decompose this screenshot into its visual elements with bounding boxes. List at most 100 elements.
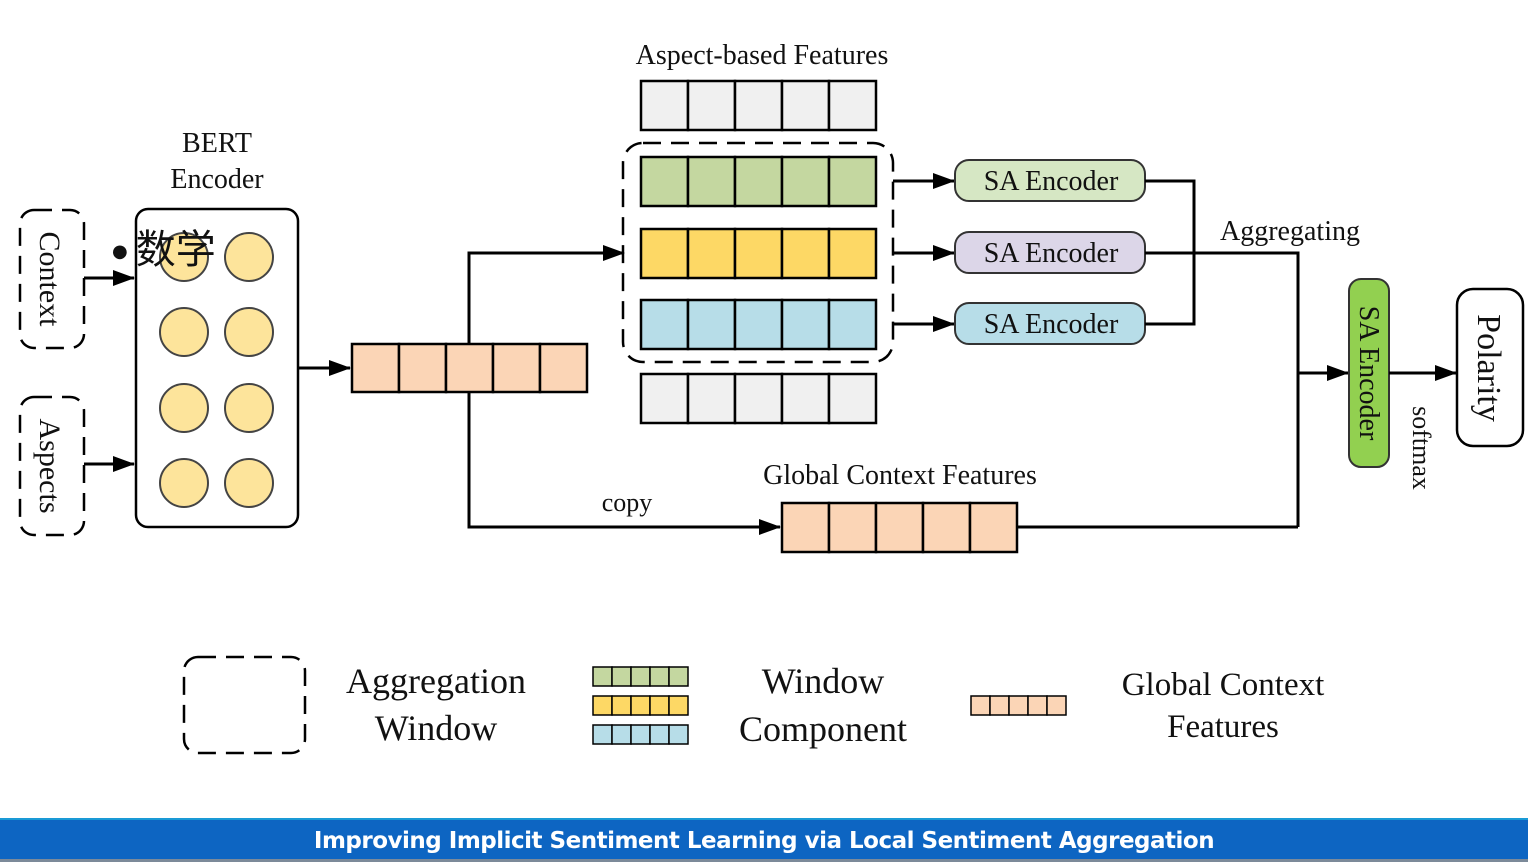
legend-blue-cell [668,724,689,745]
aspect-gray-bottom-cell [639,372,690,425]
aspect-gray-top-vector [639,79,878,132]
legend-peach-cell [1008,695,1029,716]
footer-banner: Improving Implicit Sentiment Learning vi… [0,818,1528,862]
aspect-gray-top-cell [780,79,831,132]
global-feature-cell [968,501,1019,554]
legend-yellow-cell [668,695,689,716]
final-sa-encoder: SA Encoder [1348,278,1390,468]
sa-encoder-2: SA Encoder [954,231,1146,274]
aspect-yellow-cell [733,227,784,280]
legend-window-component-line1: Window [762,661,885,701]
neuron [159,458,209,508]
aspect-blue-cell [686,298,737,351]
aggregating-label: Aggregating [1220,216,1360,247]
aspect-gray-bottom-vector [639,372,878,425]
legend-yellow-cell [611,695,632,716]
overlay-text: 数学 [135,227,216,273]
legend-peach-cell [989,695,1010,716]
bullet-icon: ● [112,241,128,262]
context-label: Context [33,232,66,328]
aspect-gray-top-cell [827,79,878,132]
model-diagram: Context Aspects BERT Encoder copy Aspect… [18,40,1525,755]
aspect-yellow-cell [639,227,690,280]
legend-window-component-line2: Component [739,709,907,749]
legend-green-cell [668,666,689,687]
aspect-features-title: Aspect-based Features [636,40,889,71]
legend-green-cell [630,666,651,687]
legend-blue-cell [611,724,632,745]
aspect-gray-top-cell [686,79,737,132]
sa-encoder-1: SA Encoder [954,159,1146,202]
neuron [159,232,209,282]
legend-global-context-line2: Features [1167,709,1279,745]
global-feature-cell [874,501,925,554]
aspect-blue-cell [780,298,831,351]
aspect-green-cell [733,155,784,208]
aspect-gray-bottom-cell [686,372,737,425]
aspect-green-cell [686,155,737,208]
sa-encoder-3: SA Encoder [954,302,1146,345]
legend-yellow-cell [592,695,613,716]
final-sa-encoder-label: SA Encoder [1353,306,1384,441]
to-aspect-features-line [467,245,625,343]
token-feature-cell [491,342,542,394]
legend-blue-cell [592,724,613,745]
global-feature-cell [827,501,878,554]
aspect-gray-top-cell [733,79,784,132]
legend-aggregation-window-swatch [182,655,307,755]
neuron [159,307,209,357]
aggregated-line [1145,251,1300,527]
legend-green-cell [611,666,632,687]
sa-encoder-1-label: SA Encoder [984,166,1119,197]
overlay-text-annotation: ● 数学 [112,230,216,270]
global-context-title: Global Context Features [763,460,1037,491]
bert-encoder-block [134,207,300,529]
neuron [224,383,274,433]
bert-encoder-title-line2: Encoder [170,164,264,195]
legend: Aggregation Window Window Component Glob… [182,655,1325,755]
aspect-yellow-cell [780,227,831,280]
aspects-label: Aspects [33,419,66,514]
aspect-green-vector [639,155,878,208]
global-feature-cell [780,501,831,554]
neuron [224,232,274,282]
token-feature-cell [538,342,589,394]
neuron [224,458,274,508]
neuron [224,307,274,357]
sa-encoder-2-label: SA Encoder [984,238,1119,269]
legend-green-swatch [592,666,689,687]
legend-peach-cell [970,695,991,716]
token-feature-cell [444,342,495,394]
token-feature-cell [350,342,401,394]
aspect-yellow-cell [686,227,737,280]
aspect-blue-cell [733,298,784,351]
aspect-gray-bottom-cell [780,372,831,425]
legend-global-context-line1: Global Context [1122,667,1325,703]
aspect-yellow-vector [639,227,878,280]
token-feature-cell [397,342,448,394]
aspect-green-cell [827,155,878,208]
legend-peach-cell [1027,695,1048,716]
global-feature-cell [921,501,972,554]
aspect-blue-cell [639,298,690,351]
aspect-gray-bottom-cell [827,372,878,425]
copy-label: copy [602,488,653,517]
legend-aggregation-window-line1: Aggregation [346,661,526,701]
legend-green-cell [592,666,613,687]
legend-blue-cell [649,724,670,745]
footer-title: Improving Implicit Sentiment Learning vi… [313,828,1215,854]
sa-encoder-3-label: SA Encoder [984,309,1119,340]
polarity-output: Polarity [1455,287,1525,448]
footer-bottom-border [0,859,1528,862]
legend-blue-cell [630,724,651,745]
aspect-blue-vector [639,298,878,351]
legend-yellow-cell [649,695,670,716]
aspect-gray-bottom-cell [733,372,784,425]
neuron [159,383,209,433]
context-input: Context [18,208,86,350]
aspect-blue-cell [827,298,878,351]
legend-blue-swatch [592,724,689,745]
global-context-feature-vector [780,501,1019,554]
aspect-green-cell [780,155,831,208]
aspect-green-cell [639,155,690,208]
